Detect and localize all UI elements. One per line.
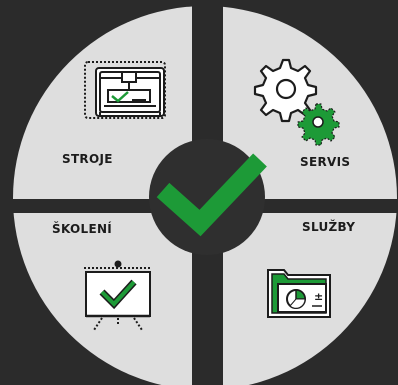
label-stroje: STROJE [62,152,113,166]
gears-icon [253,58,340,146]
label-servis: SERVIS [300,155,351,169]
checkmark-icon [156,153,267,237]
cnc-machine-icon [84,61,166,119]
svg-text:±: ± [314,290,323,303]
folder-chart-icon: ± [267,269,331,318]
center-disc [149,139,265,255]
quadrant-servis[interactable] [13,6,397,385]
label-sluzby: SLUŽBY [302,220,356,234]
presentation-board-icon [84,260,152,331]
label-skoleni: ŠKOLENÍ [52,222,113,236]
